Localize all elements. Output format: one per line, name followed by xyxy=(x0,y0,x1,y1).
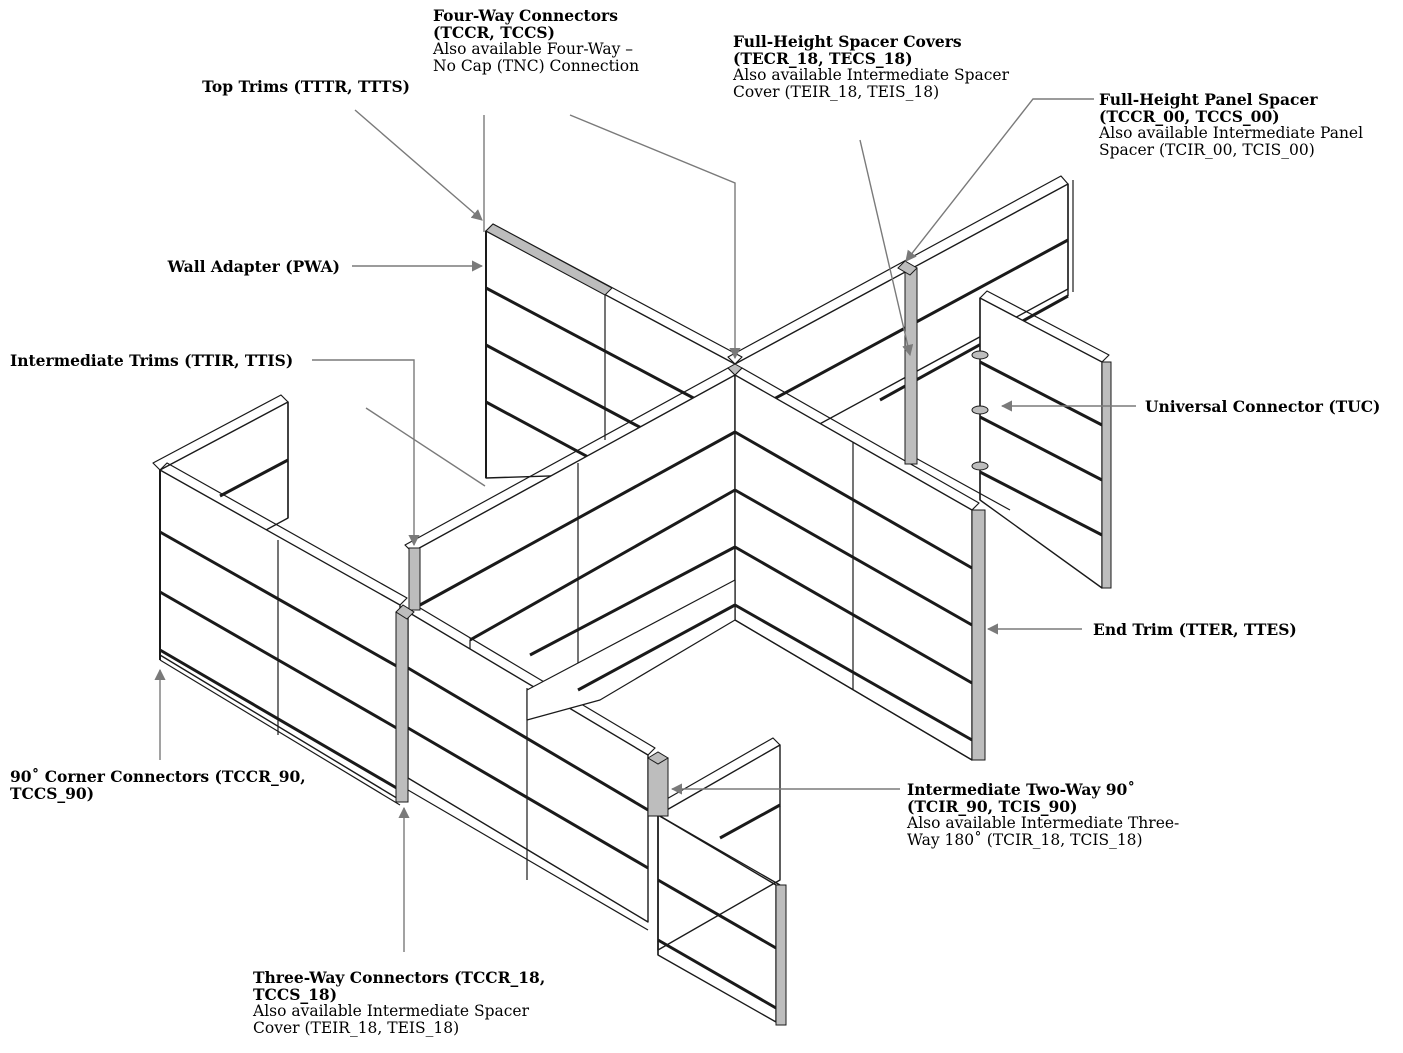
leader-four-way xyxy=(569,114,741,360)
label-end-trim: End Trim (TTER, TTES) xyxy=(1093,621,1343,638)
label-intermediate-trims-title: Intermediate Trims (TTIR, TTIS) xyxy=(10,351,294,370)
label-universal-connector: Universal Connector (TUC) xyxy=(1145,398,1395,415)
inner-center-panel xyxy=(526,579,736,721)
label-corner-90: 90˚ Corner Connectors (TCCR_90, TCCS_90) xyxy=(10,768,340,802)
label-spacer-covers-subtitle: Also available Intermediate Spacer Cover… xyxy=(733,66,1010,101)
leader-intermediate-trims xyxy=(312,359,420,547)
right-return-panel xyxy=(911,290,1110,589)
leader-intermediate-trims-b xyxy=(365,407,486,487)
label-two-way-90-subtitle: Also available Intermediate Three-Way 18… xyxy=(907,814,1180,849)
label-four-way: Four-Way Connectors (TCCR, TCCS) Also av… xyxy=(433,7,653,75)
universal-connector-2 xyxy=(971,405,989,415)
three-way-connector xyxy=(395,611,409,803)
label-universal-connector-title: Universal Connector (TUC) xyxy=(1145,397,1381,416)
label-spacer-covers: Full-Height Spacer Covers (TECR_18, TECS… xyxy=(733,33,1023,101)
four-way-cap xyxy=(727,363,743,376)
label-corner-90-title: 90˚ Corner Connectors (TCCR_90, TCCS_90) xyxy=(10,767,306,803)
label-panel-spacer: Full-Height Panel Spacer (TCCR_00, TCCS_… xyxy=(1099,91,1389,159)
three-way-top xyxy=(395,604,415,620)
label-end-trim-title: End Trim (TTER, TTES) xyxy=(1093,620,1297,639)
label-four-way-subtitle: Also available Four-Way – No Cap (TNC) C… xyxy=(433,40,640,75)
label-wall-adapter-title: Wall Adapter (PWA) xyxy=(167,257,340,276)
front-right-return-panel xyxy=(650,737,781,1023)
label-panel-spacer-title: Full-Height Panel Spacer (TCCR_00, TCCS_… xyxy=(1099,90,1318,126)
panel-structure xyxy=(152,175,1110,1023)
label-panel-spacer-subtitle: Also available Intermediate Panel Spacer… xyxy=(1099,124,1364,159)
label-three-way-title: Three-Way Connectors (TCCR_18, TCCS_18) xyxy=(253,968,546,1004)
label-three-way: Three-Way Connectors (TCCR_18, TCCS_18) … xyxy=(253,969,563,1037)
label-four-way-title: Four-Way Connectors (TCCR, TCCS) xyxy=(433,6,618,42)
label-top-trims: Top Trims (TTTR, TTTS) xyxy=(150,78,410,95)
two-way-top xyxy=(647,751,669,765)
label-wall-adapter: Wall Adapter (PWA) xyxy=(90,258,340,275)
panel-spacer xyxy=(904,267,918,465)
label-three-way-subtitle: Also available Intermediate Spacer Cover… xyxy=(253,1002,530,1037)
front-right-panels xyxy=(734,367,980,761)
end-trim-small xyxy=(775,884,787,1026)
leader-top-trims xyxy=(354,109,483,221)
label-intermediate-trims: Intermediate Trims (TTIR, TTIS) xyxy=(10,352,310,369)
highlighted-components xyxy=(395,223,1112,1026)
leader-panel-spacer xyxy=(905,98,1094,262)
two-way-connector xyxy=(647,757,669,817)
label-spacer-covers-title: Full-Height Spacer Covers (TECR_18, TECS… xyxy=(733,32,962,68)
right-return-trim xyxy=(1101,361,1112,589)
top-trim xyxy=(485,223,613,296)
intermediate-trim xyxy=(408,547,421,611)
panel-spacer-top xyxy=(897,260,918,276)
universal-connector-3 xyxy=(971,461,989,471)
end-trim xyxy=(971,509,986,761)
leader-spacer-covers xyxy=(859,139,914,357)
leader-lines xyxy=(154,98,1136,952)
label-two-way-90: Intermediate Two-Way 90˚ (TCIR_90, TCIS_… xyxy=(907,781,1197,849)
label-top-trims-title: Top Trims (TTTR, TTTS) xyxy=(202,77,410,96)
label-two-way-90-title: Intermediate Two-Way 90˚ (TCIR_90, TCIS_… xyxy=(907,780,1136,816)
universal-connector-1 xyxy=(971,350,989,360)
